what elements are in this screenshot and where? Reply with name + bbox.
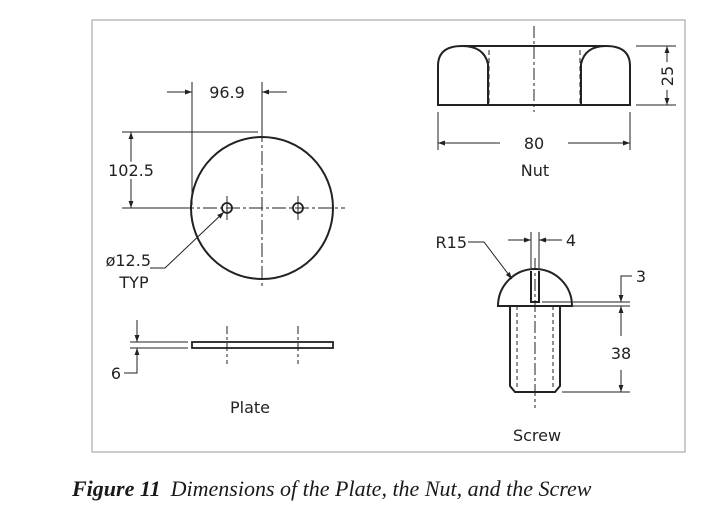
plate-hole-diameter-label: ø12.5 <box>106 251 151 270</box>
plate-hole-note-label: TYP <box>118 273 149 292</box>
screw-head-outline <box>496 268 574 307</box>
nut-left-lobe <box>461 45 489 105</box>
plate-hole-spacing-label: 96.9 <box>209 83 245 102</box>
screw-head-radius-label: R15 <box>436 233 467 252</box>
screw-shank-length-label: 38 <box>611 344 631 363</box>
screw-view <box>468 232 632 408</box>
figure-caption: Figure 11 Dimensions of the Plate, the Nu… <box>72 476 591 502</box>
dimension-hole-offset <box>122 131 258 209</box>
screw-slot-depth-label: 3 <box>636 267 646 286</box>
nut-view <box>437 26 676 150</box>
figure-title: Dimensions of the Plate, the Nut, and th… <box>170 476 592 501</box>
nut-width-label: 80 <box>524 134 544 153</box>
plate-thickness-label: 6 <box>111 364 121 383</box>
plate-name-label: Plate <box>230 398 270 417</box>
nut-height-label: 25 <box>658 66 677 86</box>
plate-side-outline <box>191 341 334 349</box>
plate-hole-offset-label: 102.5 <box>108 161 154 180</box>
dimension-hole-spacing <box>167 82 287 205</box>
leader-hole-diameter <box>150 211 225 269</box>
nut-name-label: Nut <box>521 161 549 180</box>
screw-name-label: Screw <box>513 426 561 445</box>
nut-right-lobe <box>580 45 607 105</box>
drawing-border <box>91 19 686 453</box>
plate-side-view <box>124 320 334 374</box>
figure-number: Figure 11 <box>72 476 161 501</box>
plate-top-view <box>180 128 345 288</box>
screw-slot-width-label: 4 <box>566 231 576 250</box>
